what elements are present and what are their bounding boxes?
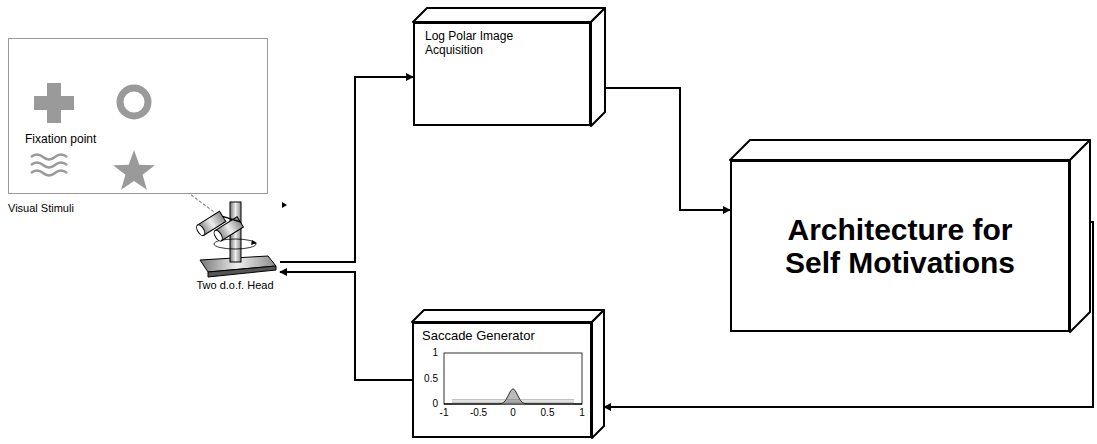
box-top-face	[413, 8, 605, 22]
axis-tick: 0	[510, 407, 516, 418]
axis-tick: -1	[440, 407, 449, 418]
plus-shape	[34, 96, 74, 110]
box-side-face	[1070, 140, 1090, 332]
robot-head: Two d.o.f. Head	[190, 180, 280, 295]
box-depth	[413, 8, 611, 132]
box-title: Log Polar Image Acquisition	[425, 30, 550, 58]
star-shape	[113, 150, 155, 190]
pan-arrow	[251, 240, 257, 245]
box-top-face	[730, 140, 1090, 160]
camera-pair	[195, 205, 244, 249]
head-label: Two d.o.f. Head	[190, 279, 280, 291]
axis-tick: 1	[432, 347, 438, 358]
gaussian-curve	[444, 389, 582, 404]
panel-title: Visual Stimuli	[8, 202, 74, 214]
connector-arrow	[280, 77, 413, 262]
box-side-face	[592, 310, 604, 438]
head-illustration	[190, 180, 280, 295]
stimulus-label: Fixation point	[25, 132, 96, 146]
box-top-face	[412, 310, 604, 322]
connector-arrow	[280, 272, 412, 380]
process-box: Log Polar Image Acquisition	[413, 22, 591, 126]
wave-shape	[31, 171, 67, 176]
axis-tick: -0.5	[470, 407, 487, 418]
wave-shape	[31, 163, 67, 168]
stimuli-panel: Fixation pointVisual Stimuli	[8, 38, 268, 194]
axis-tick: 1	[579, 407, 585, 418]
wave-shape	[31, 155, 67, 160]
process-box: Saccade Generator10.50-1-0.500.51	[412, 322, 592, 438]
head-base	[208, 266, 276, 277]
box-side-face	[591, 8, 605, 126]
box-title: Architecture for Self Motivations	[760, 213, 1040, 279]
connector-arrow	[591, 88, 730, 210]
process-box: Architecture for Self Motivations	[730, 160, 1070, 332]
ring-shape	[120, 88, 148, 116]
stimuli-shapes	[9, 39, 269, 195]
axis-tick: 0.5	[424, 373, 438, 384]
axis-tick: 0	[432, 398, 438, 409]
box-title: Saccade Generator	[422, 328, 582, 343]
small-mark	[282, 202, 287, 208]
axis-tick: 0.5	[541, 407, 555, 418]
